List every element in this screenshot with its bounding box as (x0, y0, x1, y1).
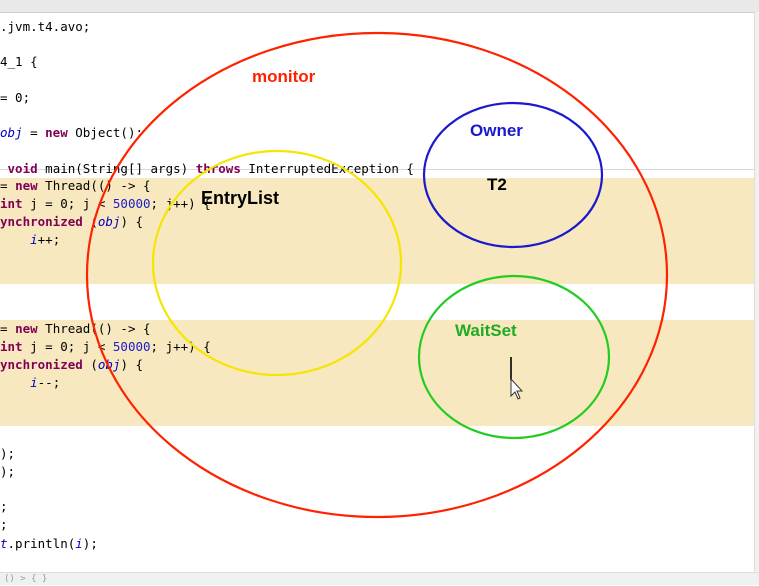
owner-circle (422, 101, 604, 249)
code-token: = (22, 125, 46, 140)
code-token: new (45, 125, 68, 140)
code-line: i--; (0, 374, 60, 392)
code-token: ; j++) { (150, 339, 211, 354)
code-line: ynchronized (obj) { (0, 213, 143, 231)
code-token: .println( (7, 536, 76, 551)
monitor-label: monitor (252, 67, 316, 86)
code-token: ynchronized (0, 357, 83, 372)
code-token: i (75, 536, 83, 551)
code-line: t.println(i); (0, 535, 98, 553)
code-token: 4_1 { (0, 54, 38, 69)
code-token: Object(); (67, 125, 143, 140)
code-token: j = 0; j < (22, 339, 113, 354)
code-token: obj (0, 125, 23, 140)
code-token: .jvm.t4.avo; (0, 19, 91, 34)
code-token: ; (0, 517, 8, 532)
code-token: t (0, 536, 8, 551)
code-token: int (0, 196, 23, 211)
code-line: ); (0, 445, 15, 463)
owner-thread-label: T2 (487, 175, 507, 194)
code-token: ); (0, 464, 16, 479)
code-line: i++; (0, 231, 60, 249)
code-token: ); (0, 446, 16, 461)
code-token: ; (0, 499, 8, 514)
code-token: --; (37, 375, 61, 390)
code-token: ) { (120, 357, 144, 372)
code-token: ); (82, 536, 98, 551)
code-token: void (0, 161, 38, 176)
code-token: ynchronized (0, 214, 83, 229)
code-token: new (15, 321, 38, 336)
code-line: ); (0, 463, 15, 481)
code-token: = 0; (0, 90, 31, 105)
code-token: throws (195, 161, 241, 176)
vertical-scrollbar[interactable] (754, 12, 759, 572)
waitset-circle (417, 274, 611, 440)
code-token: obj (97, 214, 121, 229)
code-line: .jvm.t4.avo; (0, 18, 90, 36)
mouse-pointer-icon (510, 377, 524, 400)
code-line: 4_1 { (0, 53, 38, 71)
code-token: ++; (37, 232, 61, 247)
code-token: ) { (120, 214, 144, 229)
code-token: obj (97, 357, 121, 372)
code-token: new (15, 178, 38, 193)
code-line: = 0; (0, 89, 30, 107)
code-line: = new Thread(() -> { (0, 177, 151, 195)
code-line: obj = new Object(); (0, 124, 143, 142)
code-line: int j = 0; j < 50000; j++) { (0, 338, 211, 356)
code-token: InterruptedException { (240, 161, 414, 176)
code-token: int (0, 339, 23, 354)
code-token: = (0, 178, 16, 193)
code-token: j = 0; j < (22, 196, 113, 211)
code-line: ; (0, 516, 8, 534)
code-token: Thread(() -> { (37, 178, 151, 193)
code-line: ynchronized (obj) { (0, 356, 143, 374)
editor-tab-bar (0, 0, 759, 13)
waitset-label: WaitSet (455, 321, 517, 340)
editor-divider (0, 169, 755, 170)
code-token: i (30, 232, 38, 247)
code-token: ( (82, 357, 98, 372)
entrylist-label: EntryList (201, 188, 280, 208)
highlight-band-thread2 (0, 320, 755, 426)
owner-label: Owner (470, 121, 523, 140)
code-line: int j = 0; j < 50000; j++) { (0, 195, 211, 213)
code-token: = (0, 321, 16, 336)
code-token: 50000 (112, 339, 151, 354)
code-line: ; (0, 498, 8, 516)
entrylist-circle (151, 149, 403, 377)
code-token: 50000 (112, 196, 151, 211)
status-bar: () > { } (0, 572, 759, 585)
monitor-circle (85, 31, 669, 519)
code-token: i (30, 375, 38, 390)
code-token: ; j++) { (150, 196, 211, 211)
